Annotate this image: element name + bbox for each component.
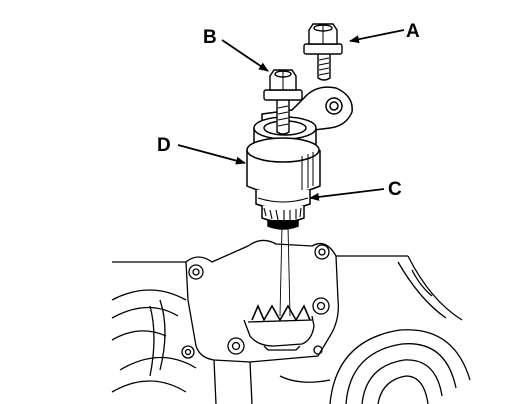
callout-c: C [388, 179, 402, 200]
leader-arrow-a [349, 29, 405, 44]
leader-arrow-b [221, 39, 269, 72]
transmission-housing [111, 239, 471, 404]
bolt-b [263, 69, 303, 135]
alignment-line [279, 225, 291, 317]
leader-arrow-d [177, 144, 246, 165]
callout-a: A [406, 21, 420, 42]
callout-d: D [157, 135, 171, 156]
callout-b: B [203, 27, 217, 48]
bolt-a [303, 23, 343, 81]
leader-arrows [177, 29, 405, 201]
leader-arrow-c [309, 188, 385, 201]
speed-sensor [246, 86, 353, 230]
